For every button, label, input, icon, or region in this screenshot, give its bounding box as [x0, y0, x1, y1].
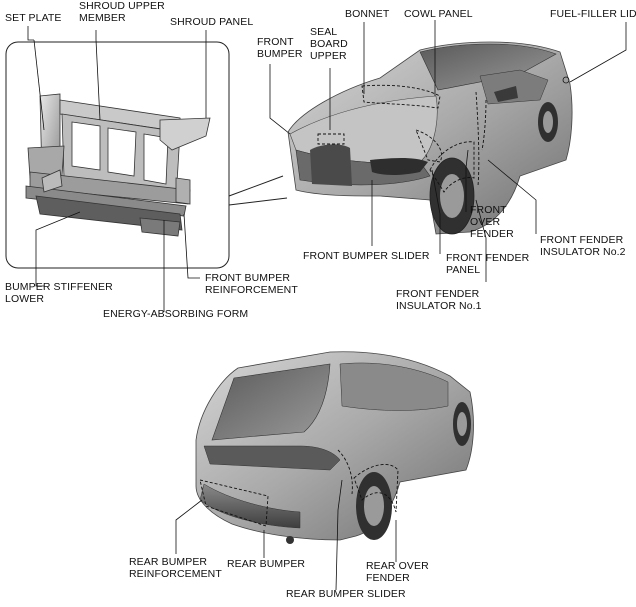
label-front-bumper-slider: FRONT BUMPER SLIDER: [303, 250, 430, 262]
label-front-over-fender: FRONT OVER FENDER: [470, 204, 514, 240]
label-front-fender-insulator-no1: FRONT FENDER INSULATOR No.1: [396, 288, 482, 312]
shroud-assembly-illustration: [25, 93, 211, 237]
label-shroud-panel: SHROUD PANEL: [170, 16, 254, 28]
label-front-fender-insulator-no2: FRONT FENDER INSULATOR No.2: [540, 234, 626, 258]
label-seal-board-upper: SEAL BOARD UPPER: [310, 26, 348, 62]
label-rear-over-fender: REAR OVER FENDER: [366, 560, 429, 584]
label-front-fender-panel: FRONT FENDER PANEL: [446, 252, 530, 276]
label-bonnet: BONNET: [345, 8, 390, 20]
label-energy-absorbing-form: ENERGY-ABSORBING FORM: [103, 308, 249, 320]
front-structure-inset: [5, 41, 288, 269]
front-vehicle-illustration: [287, 41, 573, 235]
label-rear-bumper-slider: REAR BUMPER SLIDER: [286, 588, 406, 600]
leader-lines: [27, 20, 627, 591]
label-cowl-panel: COWL PANEL: [404, 8, 473, 20]
label-bumper-stiffener-lower: BUMPER STIFFENER LOWER: [5, 281, 113, 305]
label-rear-bumper: REAR BUMPER: [227, 558, 306, 570]
label-fuel-filler-lid: FUEL-FILLER LID: [550, 8, 636, 20]
label-set-plate: SET PLATE: [5, 12, 62, 24]
label-rear-bumper-reinforcement: REAR BUMPER REINFORCEMENT: [129, 556, 222, 580]
label-shroud-upper-member: SHROUD UPPER MEMBER: [79, 0, 165, 24]
label-front-bumper: FRONT BUMPER: [257, 36, 303, 60]
label-front-bumper-reinforcement: FRONT BUMPER REINFORCEMENT: [205, 272, 298, 296]
rear-vehicle-illustration: [195, 351, 474, 544]
